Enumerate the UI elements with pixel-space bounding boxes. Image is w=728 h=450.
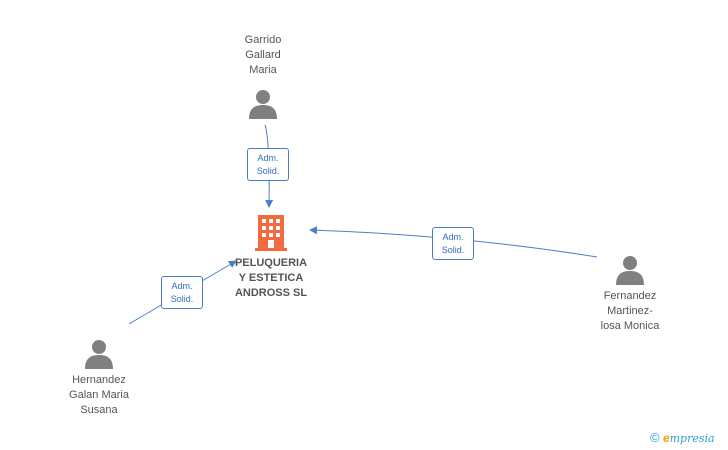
copyright-symbol: © [650, 430, 660, 445]
relation-label: Solid. [170, 294, 194, 304]
person-name-line: losa Monica [600, 320, 660, 332]
person-node-garrido[interactable]: Garrido Gallard Maria [193, 33, 333, 119]
company-name-line: ANDROSS SL [234, 287, 308, 299]
person-name-line: Hernandez [72, 374, 126, 386]
relation-label: Adm. [171, 281, 193, 291]
brand-footer: © empresia [650, 430, 715, 445]
person-icon [616, 256, 644, 285]
building-icon [255, 215, 287, 251]
person-name-line: Galan Maria [69, 389, 129, 401]
brand-logo-e: e [662, 431, 670, 445]
person-name-line: Maria [249, 64, 277, 76]
relation-badge-garrido[interactable]: Adm. Solid. [247, 148, 289, 181]
person-node-fernandez[interactable]: Fernandez Martinez- losa Monica [560, 255, 700, 334]
relation-label: Solid. [441, 245, 465, 255]
relation-label: Solid. [256, 166, 280, 176]
relation-badge-fernandez[interactable]: Adm. Solid. [432, 227, 474, 260]
person-name-line: Fernandez [603, 290, 657, 302]
person-name-line: Gallard [245, 49, 281, 61]
person-icon [249, 90, 277, 119]
relation-badge-hernandez[interactable]: Adm. Solid. [161, 276, 203, 309]
person-node-hernandez[interactable]: Hernandez Galan Maria Susana [29, 339, 169, 418]
relation-label: Adm. [257, 153, 279, 163]
person-name-line: Garrido [244, 34, 282, 46]
company-node[interactable]: PELUQUERIA Y ESTETICA ANDROSS SL [221, 215, 321, 301]
person-icon [85, 340, 113, 369]
brand-logo-text: mpresia [669, 432, 715, 445]
company-name-line: PELUQUERIA [234, 257, 308, 269]
relation-label: Adm. [442, 232, 464, 242]
person-name-line: Susana [80, 404, 118, 416]
person-name-line: Martinez- [607, 305, 653, 317]
company-name-line: Y ESTETICA [238, 272, 304, 284]
